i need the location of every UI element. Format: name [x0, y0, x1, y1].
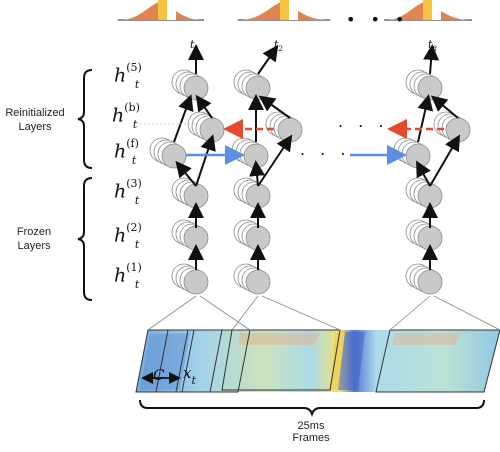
hidden-label-sub: t: [131, 154, 137, 168]
reinit-line2: Layers: [18, 121, 52, 133]
caption-line2: Frames: [292, 432, 330, 444]
node-stack-h3-col3: [405, 177, 443, 209]
node-stack-forward-col3: [393, 137, 431, 169]
hidden-label-1: h(b) t: [112, 101, 140, 132]
node-circle: [417, 75, 443, 101]
node-stack-h2-col3: [405, 219, 443, 251]
output-label-1-base: t: [190, 38, 195, 51]
output-label-2: t2: [274, 38, 283, 53]
hidden-label-base: h: [114, 140, 127, 163]
output-label-3-sub: 8: [432, 45, 437, 54]
reinit-line1: Reinitialized: [5, 107, 65, 119]
bottom-caption: 25ms Frames: [271, 420, 351, 444]
output-label-3: t8: [428, 38, 437, 53]
node-stack-backward-col3: [433, 111, 471, 143]
node-circle: [183, 183, 209, 209]
hidden-label-base: h: [114, 180, 127, 203]
hidden-label-2: h(f) t: [114, 137, 139, 168]
middle-ellipsis-2: . . .: [300, 140, 351, 159]
hidden-label-0: h(5) t: [114, 61, 142, 92]
output-label-1-sub: 1: [194, 45, 199, 54]
hidden-label-3: h(3) t: [114, 177, 142, 208]
node-stack-h3-col1: [171, 177, 209, 209]
frozen-line2: Layers: [17, 240, 51, 252]
node-circle: [183, 225, 209, 251]
frozen-line1: Frozen: [16, 226, 52, 238]
node-stack-h1-col2: [233, 263, 271, 295]
output-distribution-2: [238, 0, 330, 21]
vertical-arrows: [173, 44, 461, 270]
reinitialized-layers-label: Reinitialized Layers: [0, 106, 70, 134]
node-circle: [245, 183, 271, 209]
node-stack-forward-col2: [231, 137, 269, 169]
hidden-label-sub: t: [134, 238, 140, 252]
node-circle: [183, 75, 209, 101]
hidden-label-sup: (b): [124, 101, 140, 114]
node-stack-h3-col2: [233, 177, 271, 209]
node-stack-h5-col1: [171, 69, 209, 101]
node-circle: [245, 75, 271, 101]
node-stack-h1-col1: [171, 263, 209, 295]
hidden-label-base: h: [112, 104, 125, 127]
node-circle: [417, 183, 443, 209]
node-circle: [417, 225, 443, 251]
frame-label-sub: t: [191, 374, 196, 387]
frame-label-base: x: [183, 364, 192, 382]
node-circle: [245, 225, 271, 251]
node-columns: [149, 69, 471, 295]
frozen-bracket: [77, 177, 93, 301]
node-stack-h2-col2: [233, 219, 271, 251]
output-label-3-base: t: [428, 38, 433, 51]
hidden-label-sub: t: [134, 194, 140, 208]
hidden-label-base: h: [114, 224, 127, 247]
node-stack-h1-col3: [405, 263, 443, 295]
hidden-label-base: h: [114, 264, 127, 287]
hidden-label-sub: t: [134, 278, 140, 292]
frame-to-input-lines: [147, 295, 500, 331]
output-distribution-3: [384, 0, 472, 21]
caption-line1: 25ms: [297, 420, 325, 432]
hidden-label-sup: (5): [126, 61, 142, 74]
middle-ellipsis-1: . . .: [338, 112, 389, 131]
top-ellipsis: • • •: [346, 10, 410, 29]
hidden-label-sup: (f): [126, 137, 139, 150]
node-stack-h2-col1: [171, 219, 209, 251]
hidden-label-base: h: [114, 64, 127, 87]
frames-bracket: [139, 399, 485, 418]
frame-label: xt: [183, 364, 196, 387]
hidden-label-sup: (3): [126, 177, 142, 190]
hidden-label-sub: t: [132, 118, 138, 132]
node-circle: [161, 143, 187, 169]
node-stack-forward-col1: [149, 137, 187, 169]
output-label-2-base: t: [274, 38, 279, 51]
reinitialized-bracket: [77, 69, 93, 169]
context-label-text: C: [153, 366, 165, 384]
hidden-label-sup: (1): [126, 261, 142, 274]
node-stack-h5-col3: [405, 69, 443, 101]
spectrogram: [135, 329, 500, 393]
node-stack-backward-col1: [187, 111, 225, 143]
hidden-label-4: h(2) t: [114, 221, 142, 252]
context-label: C: [153, 366, 164, 384]
node-circle: [245, 269, 271, 295]
node-circle: [183, 269, 209, 295]
output-label-2-sub: 2: [278, 45, 283, 54]
output-label-1: t1: [190, 38, 199, 53]
output-distribution-1: [118, 0, 204, 21]
hidden-label-sup: (2): [126, 221, 142, 234]
node-stack-h5-col2: [233, 69, 271, 101]
node-circle: [417, 269, 443, 295]
frozen-layers-label: Frozen Layers: [14, 225, 54, 253]
node-stack-backward-col2: [265, 111, 303, 143]
hidden-label-5: h(1) t: [114, 261, 142, 292]
hidden-label-sub: t: [134, 78, 140, 92]
